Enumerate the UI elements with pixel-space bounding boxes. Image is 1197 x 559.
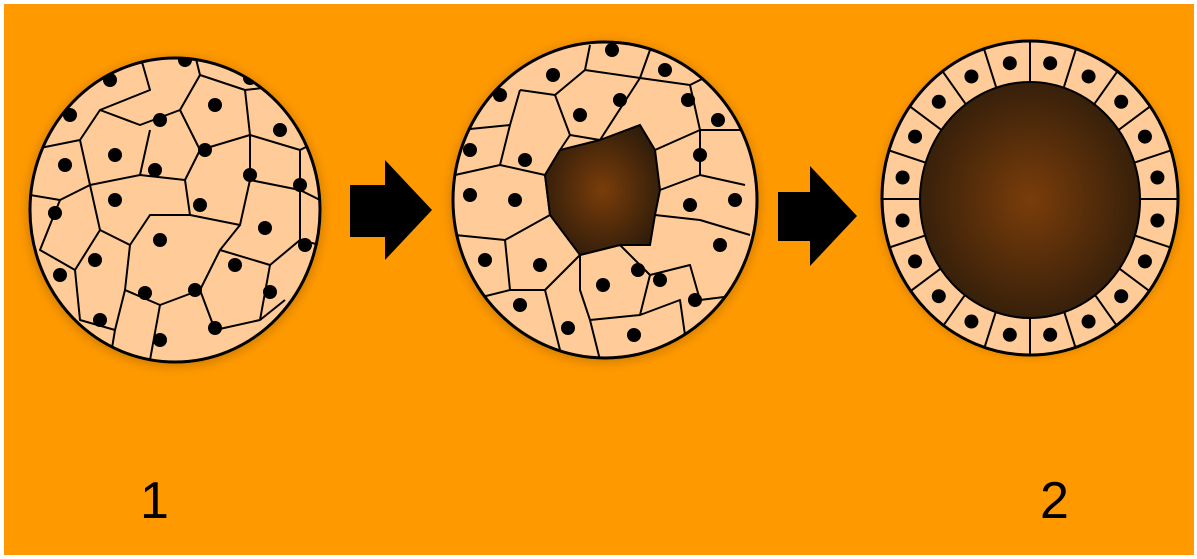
nucleus (932, 289, 946, 303)
nucleus (1043, 56, 1057, 70)
nucleus (1138, 130, 1152, 144)
nucleus (896, 170, 910, 184)
nucleus (932, 95, 946, 109)
nucleus (964, 69, 978, 83)
nucleus (1003, 328, 1017, 342)
nucleus (1003, 56, 1017, 70)
nucleus (1082, 315, 1096, 329)
nucleus (1114, 95, 1128, 109)
nucleus (1082, 69, 1096, 83)
nucleus (1150, 170, 1164, 184)
stage-solid-cell-ball (15, 45, 335, 379)
nucleus (908, 254, 922, 268)
nucleus (1150, 214, 1164, 228)
stage-label-2: 2 (1040, 472, 1069, 530)
nucleus (964, 315, 978, 329)
nucleus (1114, 289, 1128, 303)
nucleus (896, 214, 910, 228)
stage-hollow-sphere (868, 32, 1192, 368)
nucleus (908, 130, 922, 144)
nucleus (1043, 328, 1057, 342)
hollow-cavity (920, 82, 1140, 318)
stage-forming-cavity (438, 29, 772, 375)
nucleus (1138, 254, 1152, 268)
stage-label-1: 1 (140, 472, 169, 530)
